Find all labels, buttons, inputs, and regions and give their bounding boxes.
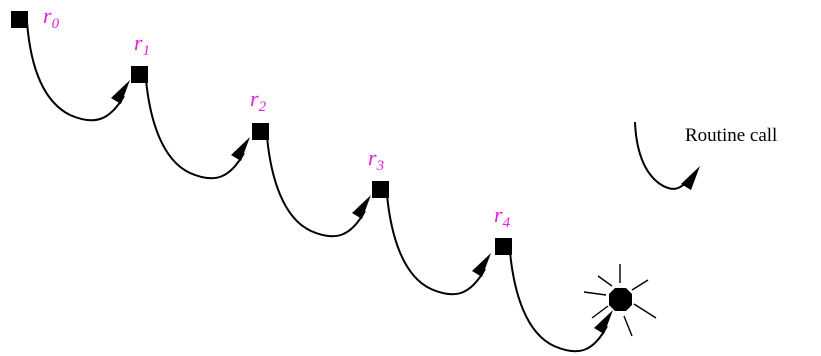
legend-routine-call: Routine call <box>634 121 777 190</box>
arrowhead-icon <box>594 310 613 334</box>
legend-label: Routine call <box>685 125 777 146</box>
call-curve-r1-r2 <box>145 79 245 180</box>
routine-node-r3 <box>372 181 389 198</box>
call-curve-r2-r3 <box>266 136 366 238</box>
arrowhead-icon <box>231 137 250 161</box>
routine-node-r4 <box>495 238 512 255</box>
routine-node-r0 <box>11 11 28 28</box>
label-r1: r1 <box>134 30 150 59</box>
label-r3: r3 <box>368 145 384 174</box>
call-curve-r4-crash <box>509 251 608 353</box>
arrowhead-icon <box>111 80 130 104</box>
arrowhead-icon <box>681 166 700 190</box>
label-r0: r0 <box>43 3 60 32</box>
call-curve-r0-r1 <box>26 21 125 122</box>
call-curve-r3-r4 <box>386 194 486 296</box>
arrowhead-icon <box>472 253 491 277</box>
routine-node-r1 <box>131 66 148 83</box>
arrowhead-icon <box>352 195 371 219</box>
legend-call-curve <box>634 121 689 190</box>
label-r2: r2 <box>250 86 267 115</box>
crash-burst-icon <box>583 264 657 337</box>
routine-node-r2 <box>252 123 269 140</box>
label-r4: r4 <box>494 202 511 231</box>
